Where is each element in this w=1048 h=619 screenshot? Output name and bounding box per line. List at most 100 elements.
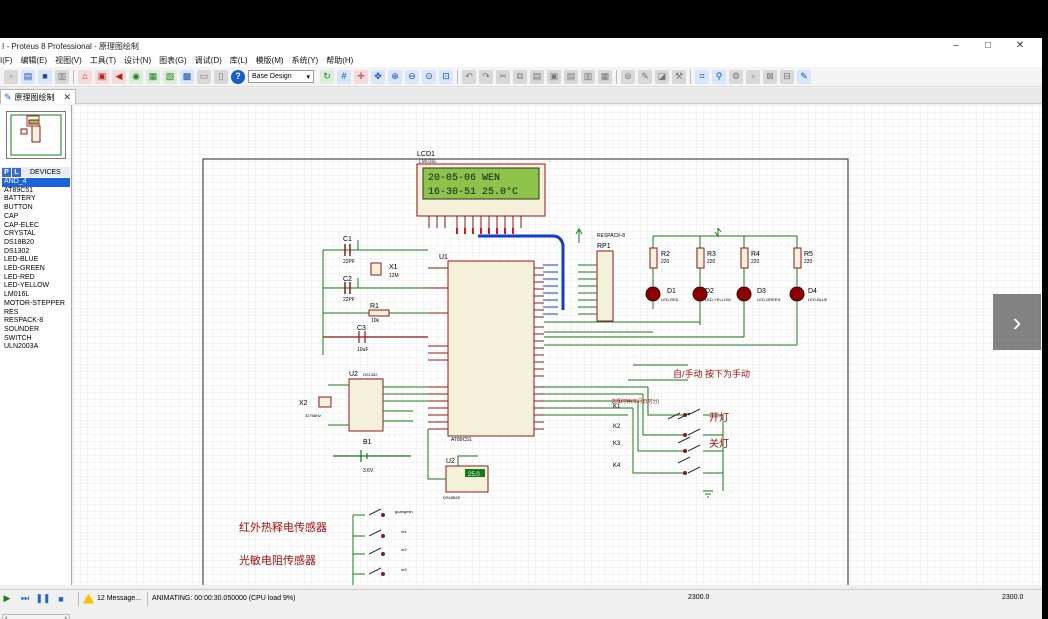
import-icon[interactable]: ▥ — [55, 69, 69, 84]
menu-debug[interactable]: 调试(D) — [194, 56, 222, 65]
device-item[interactable]: LED-RED — [4, 273, 35, 281]
source-icon[interactable]: ▭ — [197, 69, 211, 84]
help-icon[interactable]: ? — [231, 69, 245, 84]
open-icon[interactable]: ▤ — [21, 69, 35, 84]
device-item[interactable]: BUTTON — [4, 204, 33, 212]
copy-icon[interactable]: ⧉ — [513, 69, 527, 84]
wire-autoroute-icon[interactable]: ⌗ — [695, 69, 709, 84]
message-indicator[interactable]: 12 Message... — [78, 591, 141, 606]
device-item[interactable]: LM016L — [4, 291, 30, 299]
decompose-icon[interactable]: ⚒ — [672, 69, 686, 84]
device-item[interactable]: BATTERY — [4, 195, 36, 203]
zoom-all-icon[interactable]: ⊙ — [422, 69, 436, 84]
back-icon[interactable]: ◀ — [112, 69, 126, 84]
undo-icon[interactable]: ↶ — [462, 69, 476, 84]
device-list-scrollbar[interactable]: ‹ › — [2, 614, 70, 619]
refresh-icon[interactable]: ↻ — [320, 69, 334, 84]
scroll-left-icon[interactable]: ‹ — [5, 615, 8, 619]
device-item[interactable]: LED-BLUE — [4, 256, 39, 264]
bom-icon[interactable]: ▦ — [146, 69, 160, 84]
oscillator-circuit[interactable]: C1 22PF C2 22PF X1 12M R1 10k C3 10uF — [322, 236, 428, 355]
grid-icon[interactable]: # — [337, 69, 351, 84]
component-icon[interactable]: ▣ — [95, 69, 109, 84]
script-icon[interactable]: ▧ — [163, 69, 177, 84]
tab-schematic[interactable]: ✎ 原理图绘制 ✕ — [0, 89, 76, 104]
pick-icon[interactable]: ⊚ — [621, 69, 635, 84]
menu-view[interactable]: 视图(V) — [55, 56, 82, 65]
menu-graph[interactable]: 图表(G) — [159, 56, 187, 65]
pcb-icon[interactable]: ▩ — [180, 69, 194, 84]
design-select[interactable]: Base Design ▾ — [248, 70, 314, 83]
device-item[interactable]: ULN2003A — [4, 343, 39, 351]
device-item[interactable]: CRYSTAL — [4, 230, 36, 238]
zoom-out-icon[interactable]: ⊖ — [405, 69, 419, 84]
library-manager-button[interactable]: L — [12, 167, 21, 177]
save-icon[interactable]: ■ — [38, 69, 52, 84]
device-item[interactable]: SOUNDER — [4, 325, 40, 333]
device-item[interactable]: AT89C51 — [4, 186, 34, 194]
pick-devices-button[interactable]: P — [2, 167, 11, 177]
scroll-right-icon[interactable]: › — [64, 615, 67, 619]
block-copy-icon[interactable]: ▣ — [547, 69, 561, 84]
menu-edit[interactable]: 编辑(E) — [20, 56, 48, 65]
zoom-area-icon[interactable]: ⊡ — [439, 69, 453, 84]
redo-icon[interactable]: ↷ — [479, 69, 493, 84]
play-icon[interactable]: ▶ — [3, 593, 11, 603]
search-icon[interactable]: ⚲ — [712, 69, 726, 84]
device-item[interactable]: SWITCH — [4, 334, 32, 342]
netlist-icon[interactable]: ✎ — [797, 69, 811, 84]
block-delete-icon[interactable]: ▦ — [598, 69, 612, 84]
step-icon[interactable]: ⏭ — [20, 593, 30, 603]
menu-tools[interactable]: 工具(T) — [89, 56, 116, 65]
go-parent-icon[interactable]: ⊟ — [780, 69, 794, 84]
device-item[interactable]: RESPACK-8 — [4, 317, 44, 325]
report-icon[interactable]: ▯ — [214, 69, 228, 84]
menu-file[interactable]: I(F) — [0, 56, 13, 65]
led-bank[interactable]: R2 220 R3 220 R4 220 R5 220 D1 LED-RED D… — [544, 227, 828, 346]
package-icon[interactable]: ◪ — [655, 69, 669, 84]
property-icon[interactable]: ⚙ — [729, 69, 743, 84]
device-item[interactable]: LED-YELLOW — [4, 282, 50, 290]
menu-system[interactable]: 系统(Y) — [291, 56, 319, 65]
schematic-editing-window[interactable]: LCD1 LM016L 20-05-06 WEN 16-30-51 25.0°C… — [73, 105, 1042, 612]
delete-sheet-icon[interactable]: ⊠ — [763, 69, 777, 84]
new-icon[interactable]: ▫ — [4, 69, 18, 84]
home-icon[interactable]: ⌂ — [78, 69, 92, 84]
device-item[interactable]: DS18B20 — [4, 238, 34, 246]
mcu-u1[interactable]: U1 AT89C51 — [428, 254, 544, 443]
stop-icon[interactable]: ■ — [58, 593, 64, 604]
rtc-ds1302[interactable]: U2 DS1302 X2 32768Hz B1 3.6V — [299, 371, 428, 474]
device-item[interactable]: CAP-ELEC — [4, 221, 40, 229]
menu-template[interactable]: 模版(M) — [255, 56, 284, 65]
origin-icon[interactable]: ✛ — [354, 69, 368, 84]
device-item[interactable]: MOTOR-STEPPER — [4, 299, 65, 307]
device-item[interactable]: CAP — [4, 212, 19, 220]
close-button[interactable]: ✕ — [1015, 40, 1025, 51]
minimize-button[interactable]: – — [953, 40, 959, 51]
temp-sensor-ds18b20[interactable]: U2 25.0 DS18B20 — [427, 429, 489, 500]
pan-icon[interactable]: ✥ — [371, 69, 385, 84]
menu-help[interactable]: 帮助(H) — [326, 56, 354, 65]
menu-library[interactable]: 库(L) — [229, 56, 248, 65]
device-item[interactable]: AND_4 — [2, 178, 70, 187]
device-item[interactable]: LED-GREEN — [4, 265, 45, 273]
zoom-in-icon[interactable]: ⊕ — [388, 69, 402, 84]
control-switches[interactable]: 自/手动 按下为手动 选择时钟(年月日时分) K1 K2 K3 K4 开灯 关灯 — [544, 364, 750, 498]
cut-icon[interactable]: ✂ — [496, 69, 510, 84]
lcd-module[interactable]: LCD1 LM016L 20-05-06 WEN 16-30-51 25.0°C — [416, 151, 546, 234]
block-move-icon[interactable]: ▤ — [564, 69, 578, 84]
new-sheet-icon[interactable]: ▫ — [746, 69, 760, 84]
device-item[interactable]: DS1302 — [4, 247, 30, 255]
maximize-button[interactable]: □ — [984, 40, 992, 51]
respack-rp1[interactable]: RESPACK-8 RP1 — [575, 227, 625, 322]
pause-icon[interactable]: ❚❚ — [35, 593, 51, 603]
paste-icon[interactable]: ▤ — [530, 69, 544, 84]
menu-design[interactable]: 设计(N) — [124, 56, 152, 65]
close-icon[interactable]: ✕ — [63, 91, 71, 102]
block-rotate-icon[interactable]: ▥ — [581, 69, 595, 84]
device-item[interactable]: RES — [4, 308, 19, 316]
zoom-icon[interactable]: ◉ — [129, 69, 143, 84]
next-slide-button[interactable]: › — [993, 294, 1041, 350]
overview-window[interactable] — [6, 111, 66, 159]
make-device-icon[interactable]: ✎ — [638, 69, 652, 84]
